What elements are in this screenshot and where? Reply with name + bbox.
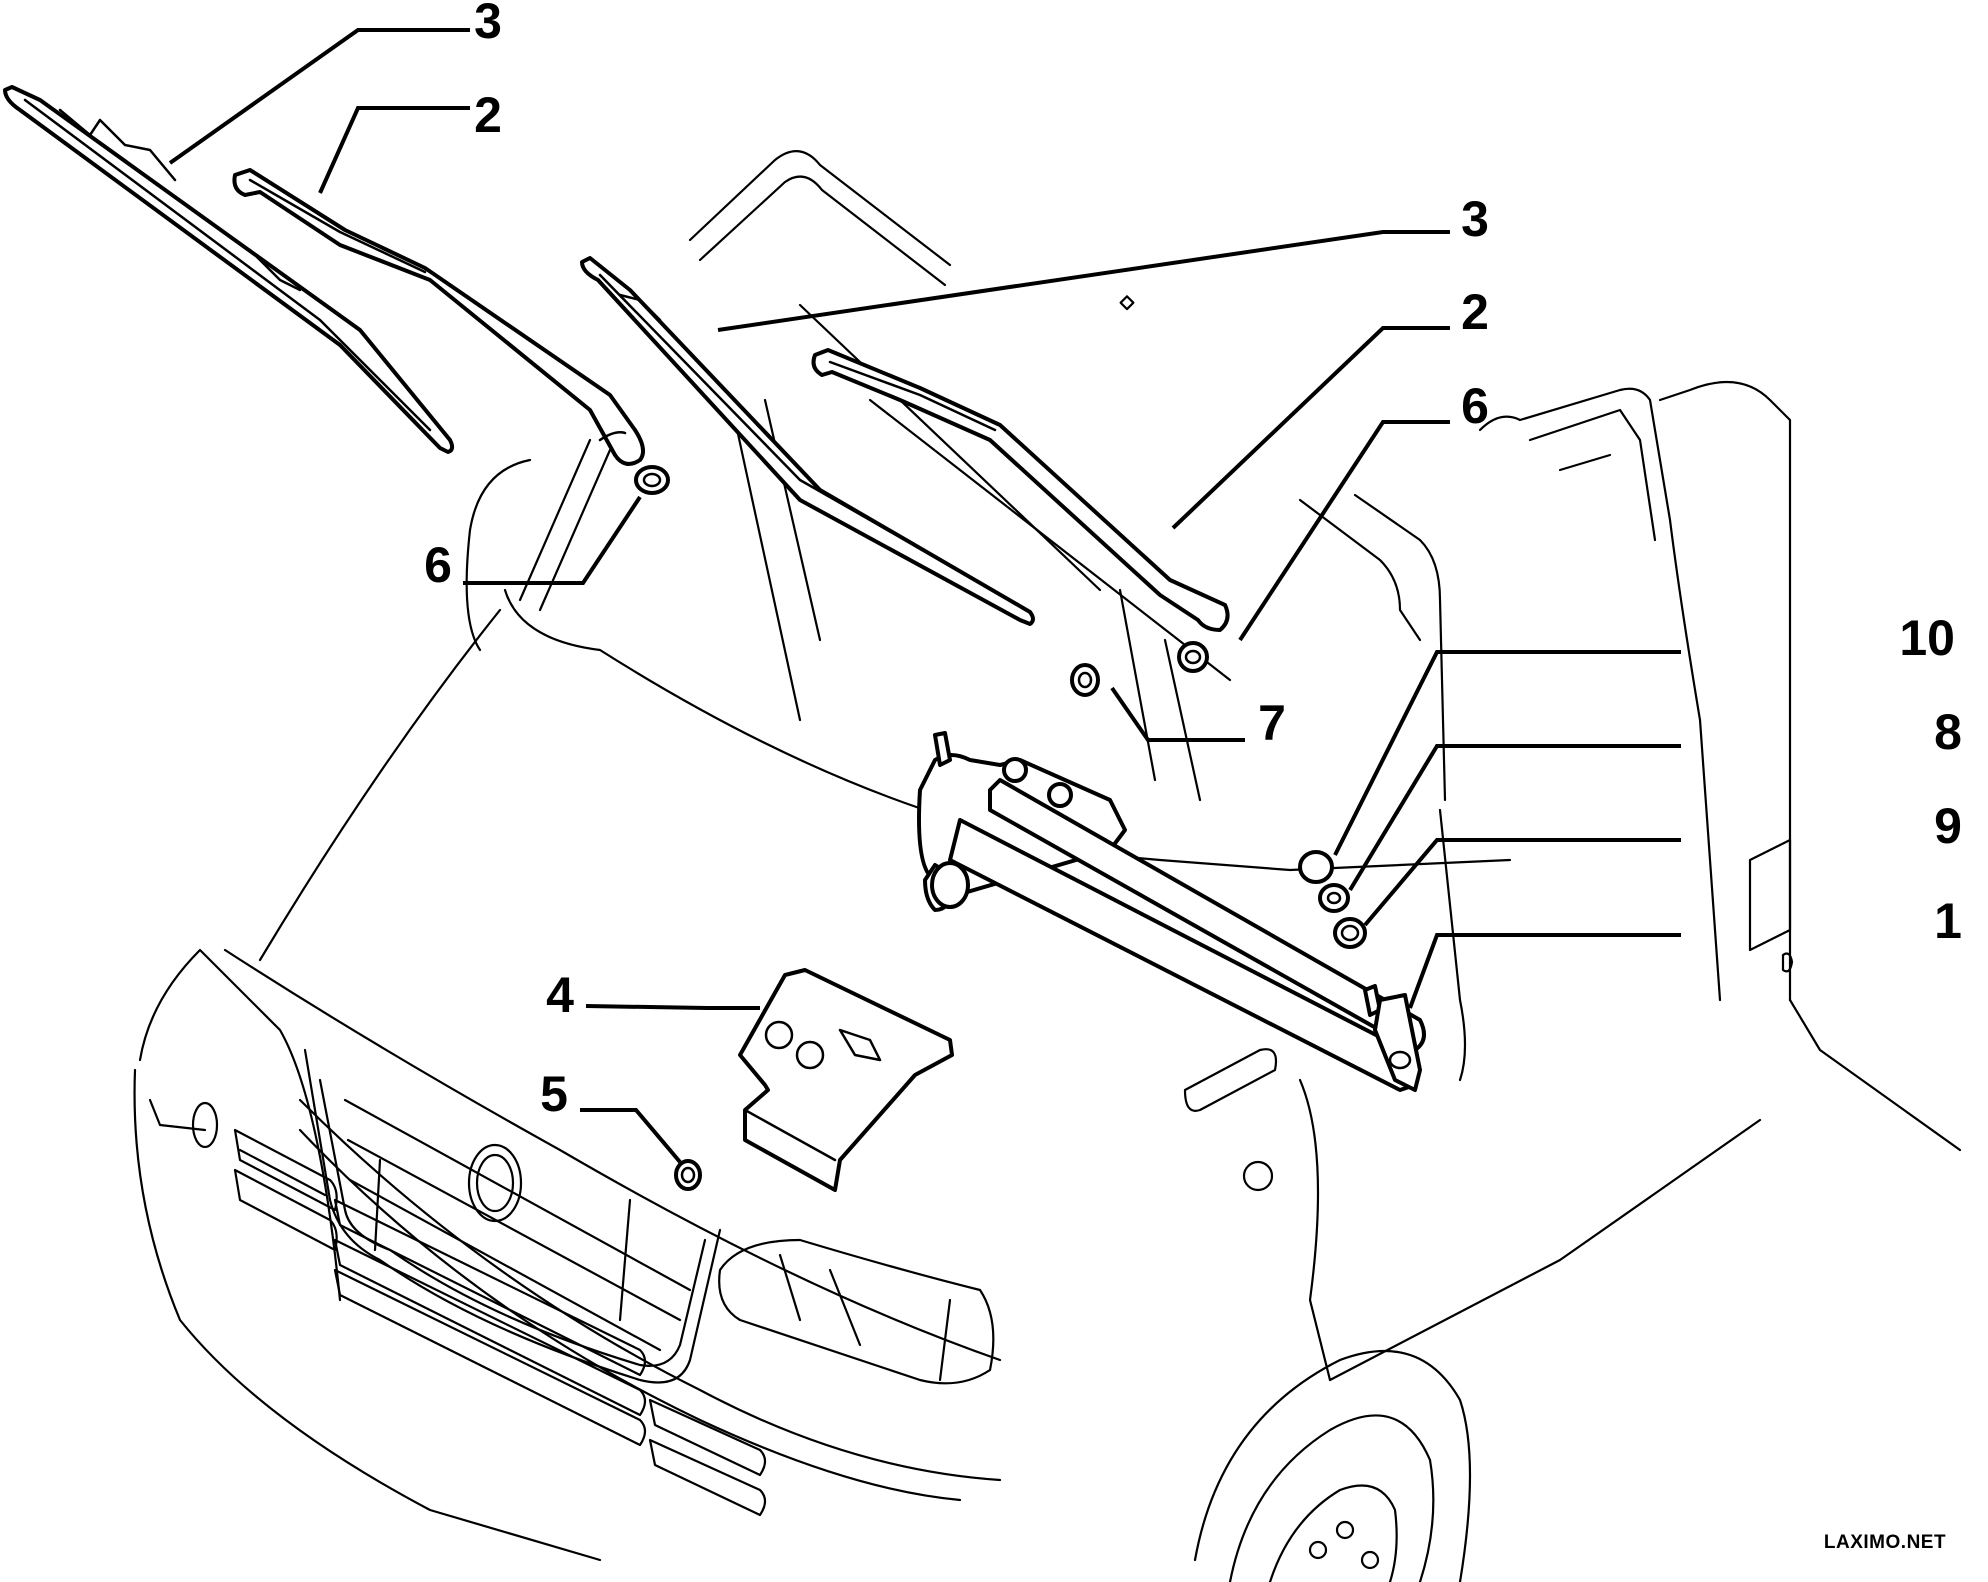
leader-9 bbox=[1363, 838, 1681, 927]
nut-6-left[interactable] bbox=[634, 465, 670, 495]
leader-6-right bbox=[1238, 420, 1450, 642]
nut-5[interactable] bbox=[674, 1159, 702, 1191]
callout-4: 4 bbox=[546, 967, 574, 1023]
leader-6-left bbox=[463, 495, 642, 585]
wiper-arm-right[interactable] bbox=[811, 348, 1230, 632]
leader-3-right bbox=[717, 230, 1450, 332]
leader-lines bbox=[168, 28, 1681, 1164]
leader-7 bbox=[1110, 686, 1245, 742]
callout-3-left: 3 bbox=[474, 0, 502, 49]
cap-10[interactable] bbox=[1298, 850, 1334, 884]
wiper-arm-left[interactable] bbox=[232, 168, 646, 466]
leader-2-left bbox=[318, 106, 470, 194]
nut-7[interactable] bbox=[1070, 663, 1100, 697]
leader-1 bbox=[1408, 933, 1681, 1009]
nut-8[interactable] bbox=[1318, 883, 1350, 913]
washer-9[interactable] bbox=[1333, 917, 1367, 949]
watermark: LAXIMO.NET bbox=[1824, 1532, 1946, 1553]
leader-8 bbox=[1348, 744, 1681, 892]
nut-6-right[interactable] bbox=[1177, 641, 1209, 673]
leader-10 bbox=[1333, 650, 1681, 856]
wiper-linkage-motor[interactable] bbox=[917, 731, 1426, 1092]
callout-7: 7 bbox=[1258, 695, 1286, 751]
callout-6-right: 6 bbox=[1461, 378, 1489, 434]
leader-3-left bbox=[168, 28, 470, 165]
callout-8: 8 bbox=[1934, 704, 1962, 760]
wiper-blade-right[interactable] bbox=[580, 256, 1035, 626]
callout-1: 1 bbox=[1934, 893, 1962, 949]
vehicle-outline bbox=[133, 150, 1962, 1582]
wiper-blade-left[interactable] bbox=[3, 85, 455, 454]
leader-5 bbox=[580, 1108, 682, 1164]
leader-2-right bbox=[1171, 326, 1450, 530]
callout-10: 10 bbox=[1899, 610, 1955, 666]
callout-6-left: 6 bbox=[424, 537, 452, 593]
callout-3-right: 3 bbox=[1461, 191, 1489, 247]
callout-2-right: 2 bbox=[1461, 284, 1489, 340]
callout-5: 5 bbox=[540, 1066, 568, 1122]
callout-labels: 3 2 6 3 2 6 7 10 8 9 1 4 5 bbox=[424, 0, 1962, 1122]
bracket-4[interactable] bbox=[738, 968, 954, 1192]
leader-4 bbox=[585, 1004, 760, 1010]
callout-2-left: 2 bbox=[474, 87, 502, 143]
callout-9: 9 bbox=[1934, 798, 1962, 854]
